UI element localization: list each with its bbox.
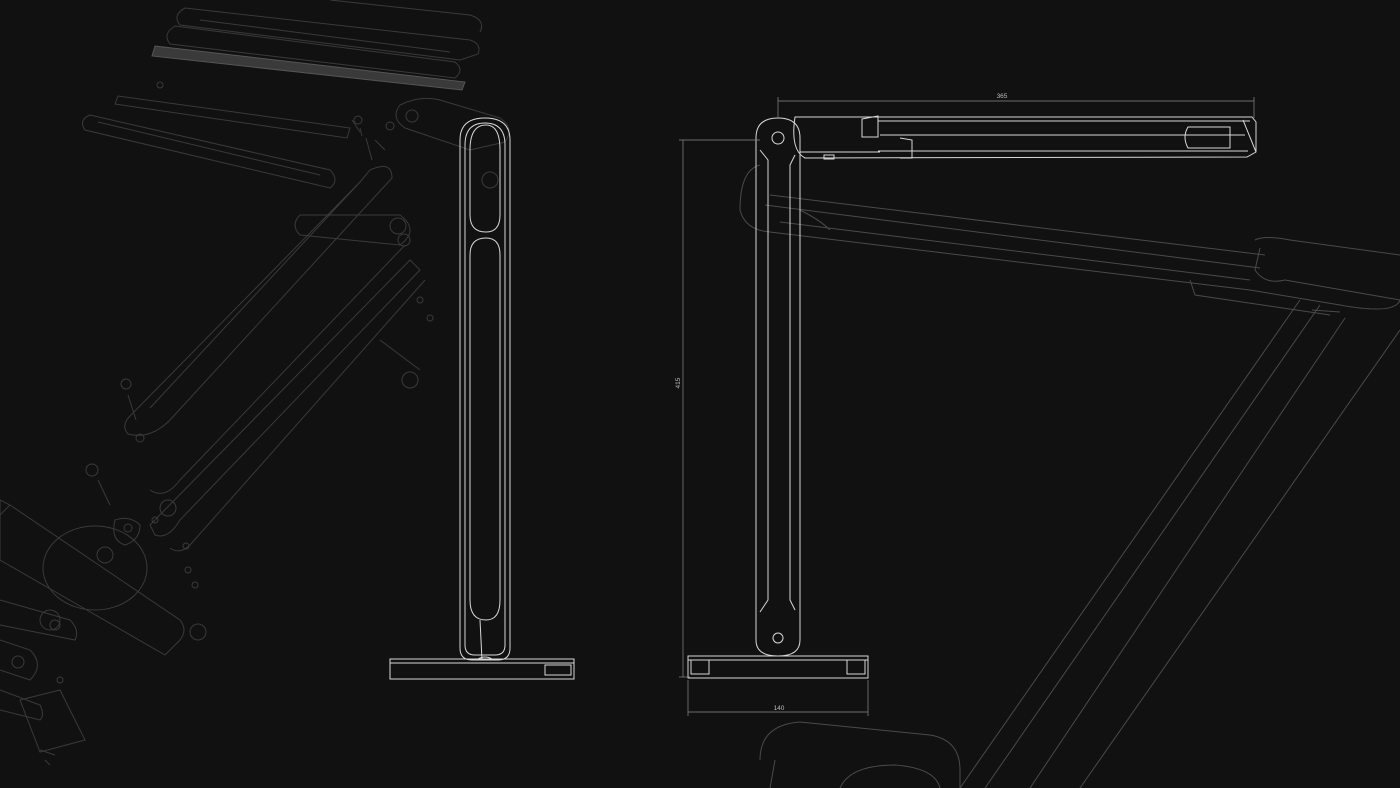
dimension-base-width: 140 — [687, 680, 869, 716]
dimension-label-height: 415 — [675, 377, 682, 388]
dimension-label-base: 140 — [774, 705, 785, 712]
dimension-label-arm: 365 — [997, 93, 1008, 100]
front-view-lamp: 365 415 140 — [675, 93, 1257, 716]
side-view-lamp — [389, 117, 575, 680]
exploded-upper-arm — [85, 165, 434, 552]
exploded-view — [0, 0, 510, 766]
side-view-column — [459, 117, 511, 661]
exploded-head-rail — [166, 0, 483, 79]
front-view-column — [755, 117, 801, 657]
exploded-diffuser — [81, 45, 466, 189]
front-view-head — [793, 115, 1257, 160]
dimension-arm-length: 365 — [777, 93, 1255, 118]
dimension-height: 415 — [675, 139, 760, 678]
background-lamp-outline — [739, 164, 1400, 788]
side-view-base — [389, 656, 575, 680]
front-view-base — [687, 655, 869, 679]
exploded-elbow — [156, 81, 510, 189]
exploded-base — [0, 499, 207, 766]
